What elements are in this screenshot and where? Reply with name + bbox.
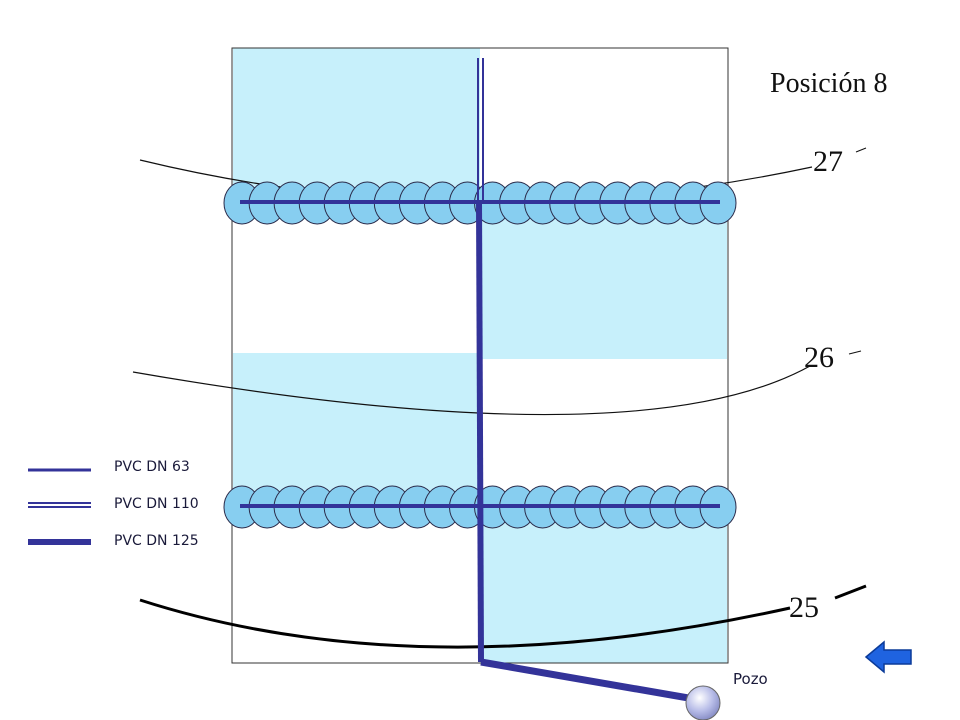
legend-label-dn110: PVC DN 110 xyxy=(114,496,199,512)
contour-line-25-tick xyxy=(834,584,867,600)
back-arrow-icon xyxy=(864,640,912,674)
legend-label-dn125: PVC DN 125 xyxy=(114,533,199,549)
contour-label-26: 26 xyxy=(804,341,834,374)
main-pipe-to-well xyxy=(480,658,701,704)
page-title: Posición 8 xyxy=(770,68,888,99)
back-button[interactable] xyxy=(864,640,914,674)
main-pipe-dn125 xyxy=(476,201,484,663)
well-icon xyxy=(685,685,721,720)
contour-line-26 xyxy=(132,365,811,416)
legend-label-dn63: PVC DN 63 xyxy=(114,459,190,475)
emitter-row-top xyxy=(223,181,737,225)
contour-label-27: 27 xyxy=(813,145,843,178)
contour-line-26-tick xyxy=(848,350,862,355)
irrigated-zone-bottom-left xyxy=(233,353,480,508)
contour-line-25 xyxy=(139,598,791,649)
plot-boundary xyxy=(231,47,729,664)
contour-line-27-tick xyxy=(855,147,867,153)
contour-label-25: 25 xyxy=(789,591,819,624)
well-label: Pozo xyxy=(733,670,768,688)
